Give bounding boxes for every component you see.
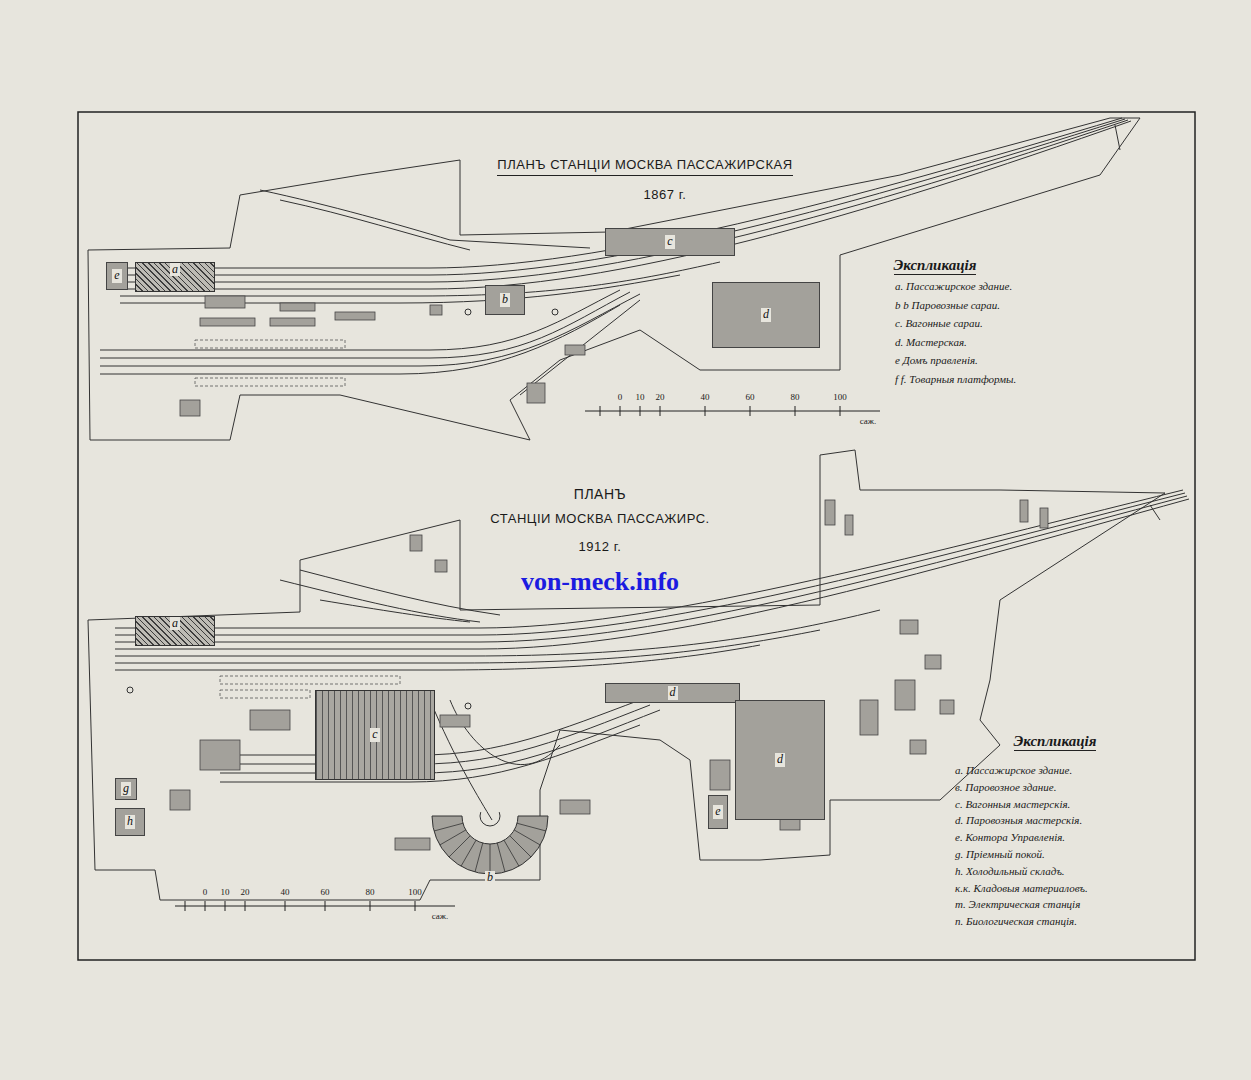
building-letter: b <box>500 293 510 306</box>
legend-entry: h. Холодильный складъ. <box>955 865 1065 878</box>
building-letter: c <box>665 235 674 248</box>
scale-label: 100 <box>833 392 847 402</box>
legend-entry: к.к. Кладовыя материаловъ. <box>955 882 1088 895</box>
building-letter: b <box>485 871 495 884</box>
station-building: b <box>485 285 525 315</box>
legend-entry: с. Вагонныя мастерскiя. <box>955 798 1070 811</box>
legend-entry: е. Контора Управленiя. <box>955 831 1065 844</box>
legend-heading: Экспликацiя <box>1014 733 1097 751</box>
legend-entry: а. Пассажирское здание. <box>895 280 1012 293</box>
scale-label: 40 <box>281 887 290 897</box>
station-building: a <box>135 616 215 646</box>
plan-heading: ПЛАНЪ <box>574 486 626 502</box>
legend-entry: b b Паровозные сараи. <box>895 299 1000 312</box>
roundhouse: b <box>430 812 550 884</box>
legend-entry: п. Биологическая станцiя. <box>955 915 1077 928</box>
watermark: von-meck.info <box>521 567 679 597</box>
scale-label: 10 <box>221 887 230 897</box>
legend-entry: g. Прiемный покой. <box>955 848 1045 861</box>
scale-label: 80 <box>366 887 375 897</box>
legend-entry: c. Вагонные сараи. <box>895 317 983 330</box>
building-letter: g <box>121 782 131 795</box>
scale-label: 60 <box>746 392 755 402</box>
legend-heading: Экспликацiя <box>894 257 977 275</box>
plan-heading: 1867 г. <box>644 188 687 203</box>
scale-label: 20 <box>656 392 665 402</box>
scale-label: саж. <box>432 911 449 921</box>
legend-entry: т. Электрическая станцiя <box>955 898 1080 911</box>
legend-entry: в. Паровозное здание. <box>955 781 1056 794</box>
station-building: h <box>115 808 145 836</box>
station-building: a <box>135 262 215 292</box>
scale-label: 0 <box>618 392 623 402</box>
scale-label: 80 <box>791 392 800 402</box>
plan-title: ПЛАНЪ СТАНЦIИ МОСКВА ПАССАЖИРСКАЯ <box>497 158 792 176</box>
station-building: e <box>708 795 728 829</box>
legend-entry: е Домъ правленiя. <box>895 354 978 367</box>
building-letter: d <box>668 686 678 699</box>
legend-entry: f f. Товарныя платформы. <box>895 373 1016 386</box>
building-letter: d <box>761 308 771 321</box>
scale-label: 100 <box>408 887 422 897</box>
station-building: g <box>115 778 137 800</box>
building-letter: e <box>713 805 722 818</box>
building-letter: a <box>170 617 180 630</box>
scale-label: 20 <box>241 887 250 897</box>
scale-label: саж. <box>860 416 877 426</box>
legend-entry: а. Пассажирское здание. <box>955 764 1072 777</box>
legend-entry: d. Паровозныя мастерскiя. <box>955 814 1082 827</box>
scale-label: 60 <box>321 887 330 897</box>
building-letter: c <box>370 728 379 741</box>
building-letter: h <box>125 815 135 828</box>
station-building: e <box>106 262 128 290</box>
station-building: d <box>605 683 740 703</box>
building-letter: e <box>112 269 121 282</box>
plan-heading: 1912 г. <box>579 540 622 555</box>
station-building: c <box>605 228 735 256</box>
station-building: d <box>735 700 825 820</box>
building-letter: d <box>775 753 785 766</box>
plan-heading: СТАНЦIИ МОСКВА ПАССАЖИРС. <box>490 512 709 527</box>
station-building: d <box>712 282 820 348</box>
legend-entry: d. Мастерская. <box>895 336 967 349</box>
scale-label: 40 <box>701 392 710 402</box>
building-letter: a <box>170 263 180 276</box>
scale-label: 10 <box>636 392 645 402</box>
station-building: c <box>315 690 435 780</box>
scale-label: 0 <box>203 887 208 897</box>
